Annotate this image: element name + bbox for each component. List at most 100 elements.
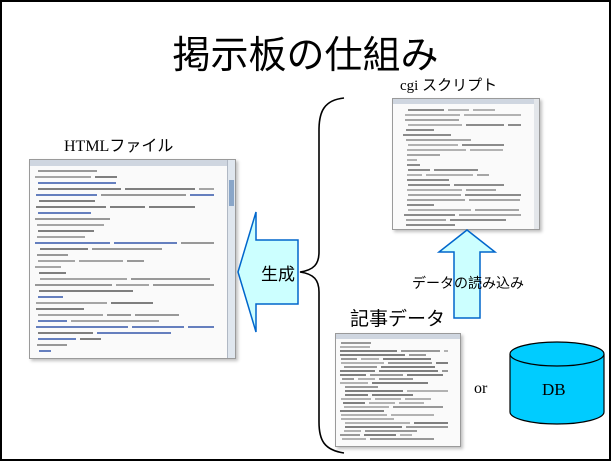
text-line <box>375 398 401 400</box>
text-line <box>114 242 177 244</box>
text-line <box>388 362 432 364</box>
text-line <box>379 378 413 380</box>
text-line <box>38 314 103 316</box>
text-line <box>442 370 448 372</box>
text-line <box>107 314 131 316</box>
text-line <box>135 314 179 316</box>
html-file-text-lines <box>35 170 214 352</box>
text-line <box>153 284 214 286</box>
text-line <box>38 338 76 340</box>
text-line <box>36 302 107 304</box>
text-line <box>35 266 61 268</box>
text-line <box>36 326 128 328</box>
text-line <box>466 189 496 191</box>
text-line <box>345 426 402 428</box>
text-line <box>465 194 521 196</box>
text-line <box>407 174 422 176</box>
text-line <box>407 179 449 181</box>
db-label: DB <box>542 380 566 399</box>
text-line <box>132 326 184 328</box>
text-line <box>400 434 412 436</box>
text-line <box>127 260 144 262</box>
cgi-script-screenshot <box>392 98 540 230</box>
text-line <box>448 109 469 111</box>
text-line <box>370 374 403 376</box>
html-file-screenshot <box>29 159 236 359</box>
text-line <box>345 390 403 392</box>
text-line <box>80 338 101 340</box>
text-line <box>40 248 88 250</box>
text-line <box>342 438 366 440</box>
text-line <box>38 260 75 262</box>
text-line <box>444 350 448 352</box>
text-line <box>39 200 95 202</box>
text-line <box>97 332 171 334</box>
text-line <box>38 182 116 184</box>
text-line <box>35 176 91 178</box>
text-line <box>40 278 127 280</box>
text-line <box>340 346 370 348</box>
text-line <box>190 194 214 196</box>
text-line <box>38 230 94 232</box>
text-line <box>340 350 397 352</box>
text-line <box>414 422 448 424</box>
text-line <box>35 218 110 220</box>
text-line <box>459 214 521 216</box>
text-line <box>407 374 443 376</box>
text-line <box>369 402 395 404</box>
text-line <box>343 402 365 404</box>
text-line <box>38 320 67 322</box>
text-line <box>37 254 68 256</box>
text-line <box>405 119 459 121</box>
text-line <box>372 382 428 384</box>
text-line <box>406 129 434 131</box>
text-line <box>188 326 214 328</box>
text-line <box>341 362 384 364</box>
text-line <box>342 378 354 380</box>
text-line <box>408 209 471 211</box>
text-line <box>454 184 504 186</box>
text-line <box>344 430 361 432</box>
text-line <box>37 236 85 238</box>
text-line <box>407 164 420 166</box>
text-line <box>111 302 153 304</box>
text-line <box>340 434 360 436</box>
text-line <box>341 418 394 420</box>
text-line <box>407 390 448 392</box>
text-line <box>38 212 91 214</box>
text-line <box>462 144 504 146</box>
text-line <box>379 370 438 372</box>
text-line <box>434 169 478 171</box>
text-line <box>404 214 455 216</box>
text-line <box>35 242 110 244</box>
text-line <box>475 209 519 211</box>
text-line <box>466 124 504 126</box>
or-label: or <box>474 380 488 397</box>
text-line <box>340 410 384 412</box>
text-line <box>79 260 123 262</box>
text-line <box>358 378 375 380</box>
text-line <box>381 366 435 368</box>
text-line <box>345 394 368 396</box>
text-line <box>403 134 451 136</box>
text-line <box>408 124 462 126</box>
text-line <box>341 358 357 360</box>
text-line <box>372 394 413 396</box>
text-line <box>39 350 51 352</box>
text-line <box>116 284 149 286</box>
text-line <box>407 199 465 201</box>
text-line <box>407 149 466 151</box>
text-line <box>149 206 195 208</box>
text-line <box>340 374 366 376</box>
text-line <box>383 358 431 360</box>
text-line <box>340 382 368 384</box>
text-line <box>407 189 462 191</box>
text-line <box>340 354 405 356</box>
text-line <box>399 402 424 404</box>
text-line <box>125 188 195 190</box>
text-line <box>406 219 446 221</box>
text-line <box>95 176 117 178</box>
text-line <box>71 320 159 322</box>
text-line <box>450 219 506 221</box>
